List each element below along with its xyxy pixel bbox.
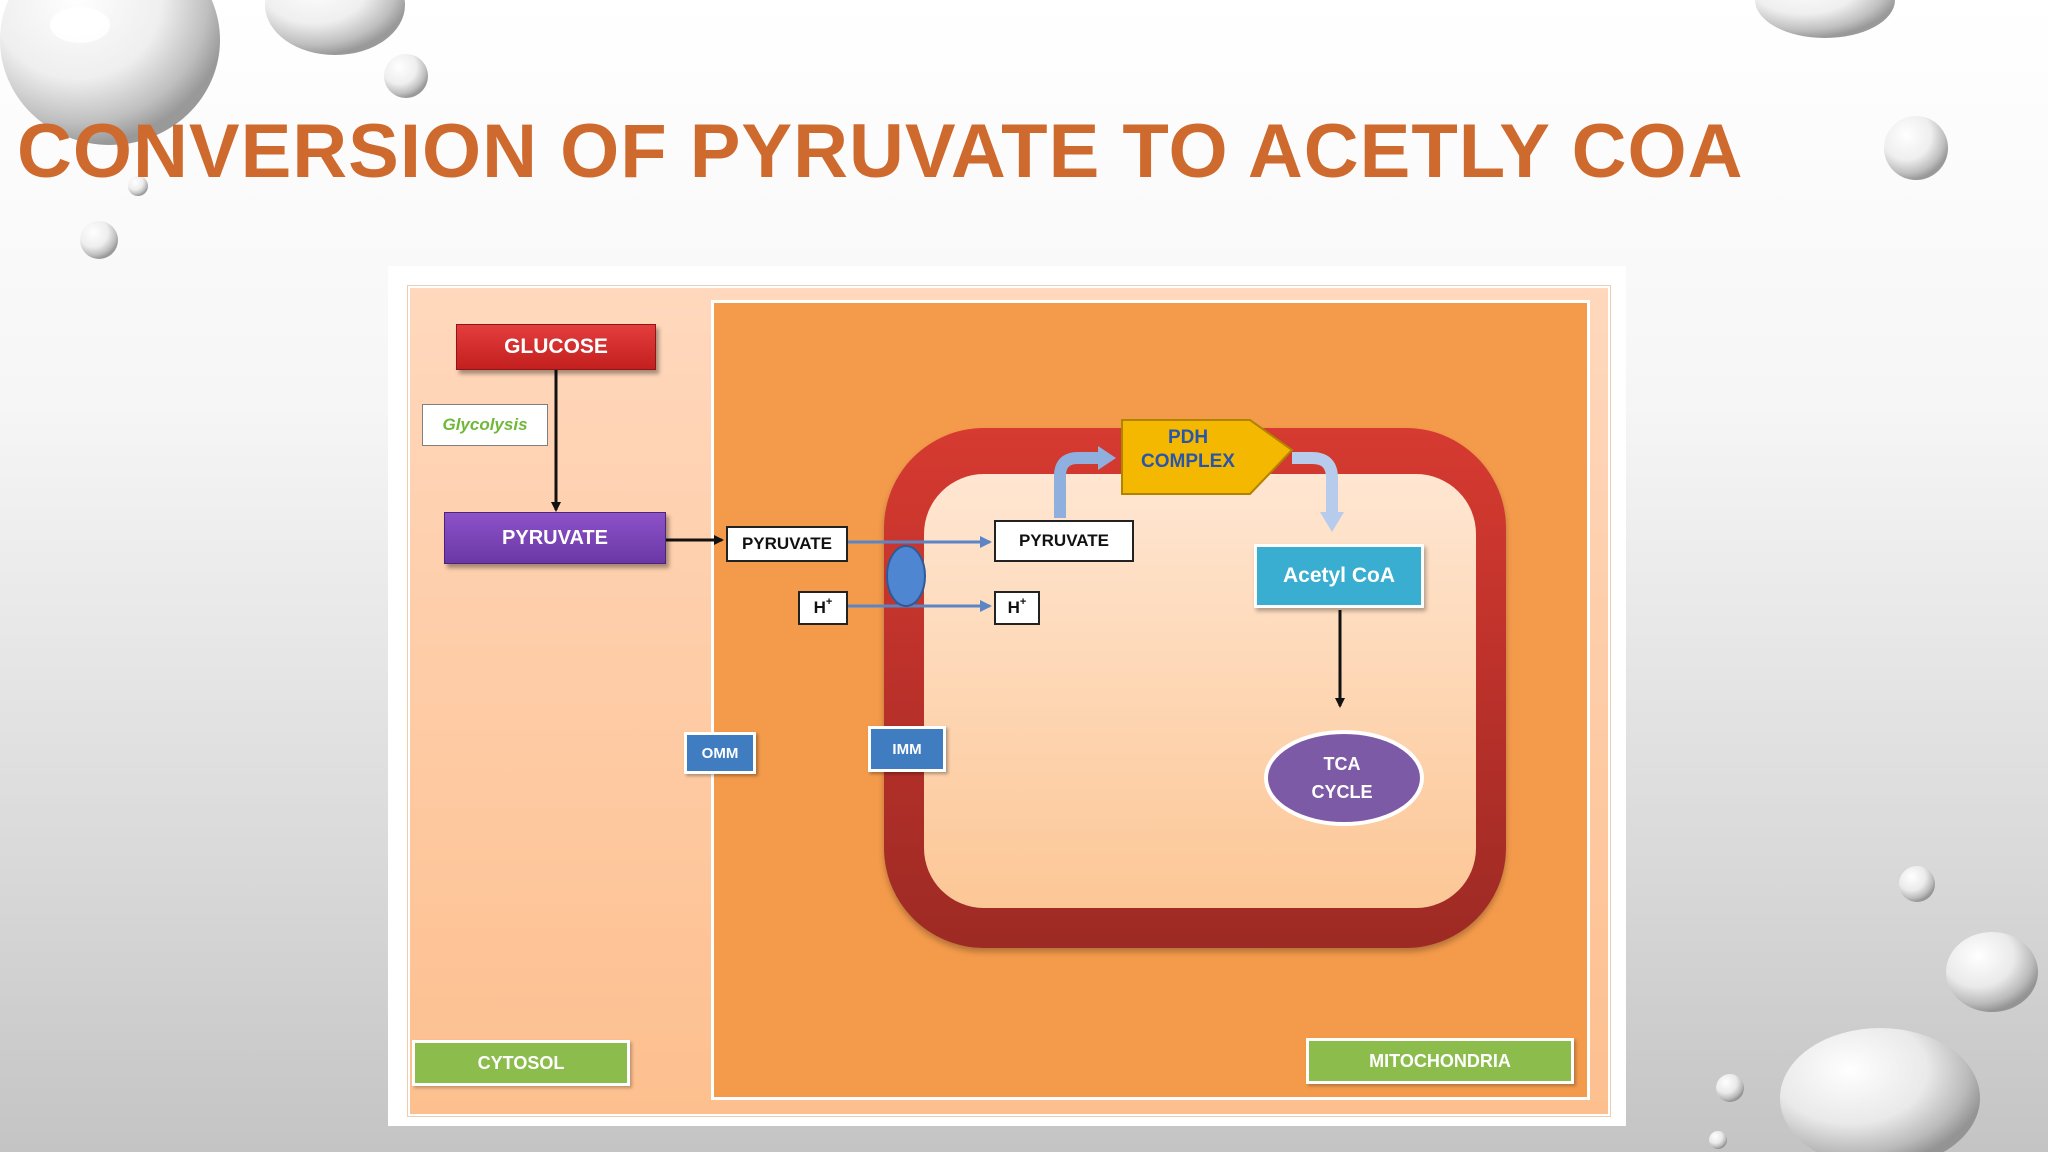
- water-drop: [1946, 932, 2038, 1012]
- pyruvate-cytosol-box: PYRUVATE: [444, 512, 666, 564]
- pdh-complex-shape: [1121, 419, 1294, 495]
- pdh-line1: PDH: [1167, 427, 1209, 448]
- pyruvate-to-pdh-arrow: [1054, 452, 1100, 518]
- pdh-complex-label: PDH COMPLEX: [1128, 418, 1248, 482]
- pyruvate-intermembrane-label: PYRUVATE: [726, 526, 848, 562]
- acetyl-coa-box: Acetyl CoA: [1254, 544, 1424, 608]
- proton-inside-label: H+: [994, 591, 1040, 625]
- proton-charge: +: [1019, 596, 1027, 608]
- diagram-arrows: [551, 370, 1424, 826]
- pdh-to-acetylcoa-arrow: [1292, 452, 1338, 514]
- proton-symbol: H: [813, 598, 826, 617]
- water-drop: [1884, 116, 1948, 180]
- pdh-line2: COMPLEX: [1141, 451, 1235, 472]
- pyruvate-matrix-label: PYRUVATE: [994, 520, 1134, 562]
- glucose-box: GLUCOSE: [456, 324, 656, 370]
- tca-line2: CYCLE: [1311, 782, 1373, 802]
- water-drop: [1716, 1074, 1744, 1102]
- tca-line1: TCA: [1323, 754, 1361, 774]
- water-drop: [265, 0, 405, 55]
- transporter-protein: [886, 545, 926, 607]
- pyruvate-to-pdh-arrowhead: [1098, 446, 1116, 470]
- proton-outside-label: H+: [798, 591, 848, 625]
- proton-charge: +: [825, 596, 833, 608]
- cytosol-label: CYTOSOL: [412, 1040, 630, 1086]
- mitochondria-diagram: GLUCOSE Glycolysis PYRUVATE PYRUVATE PYR…: [388, 266, 1626, 1126]
- omm-label: OMM: [684, 732, 756, 774]
- water-drop: [1709, 1131, 1727, 1149]
- mitochondria-label: MITOCHONDRIA: [1306, 1038, 1574, 1084]
- water-drop: [1780, 1028, 1980, 1152]
- proton-symbol: H: [1007, 598, 1020, 617]
- tca-cycle-label: TCA CYCLE: [1266, 732, 1418, 824]
- glycolysis-label: Glycolysis: [422, 404, 548, 446]
- tca-cycle-shape: [1264, 730, 1424, 826]
- water-drop: [384, 54, 428, 98]
- water-drop: [80, 221, 118, 259]
- slide-title: CONVERSION OF PYRUVATE TO ACETLY COA: [17, 109, 1744, 194]
- water-drop: [1755, 0, 1895, 38]
- water-drop: [1899, 866, 1935, 902]
- imm-label: IMM: [868, 726, 946, 772]
- pdh-to-acetylcoa-arrowhead: [1320, 512, 1344, 532]
